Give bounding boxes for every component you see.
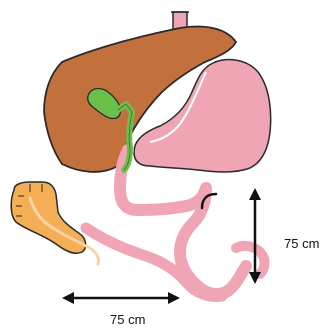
horizontal-length-arrow [62,292,180,304]
vertical-length-label: 75 cm [284,236,319,251]
horizontal-length-label: 75 cm [110,312,145,327]
